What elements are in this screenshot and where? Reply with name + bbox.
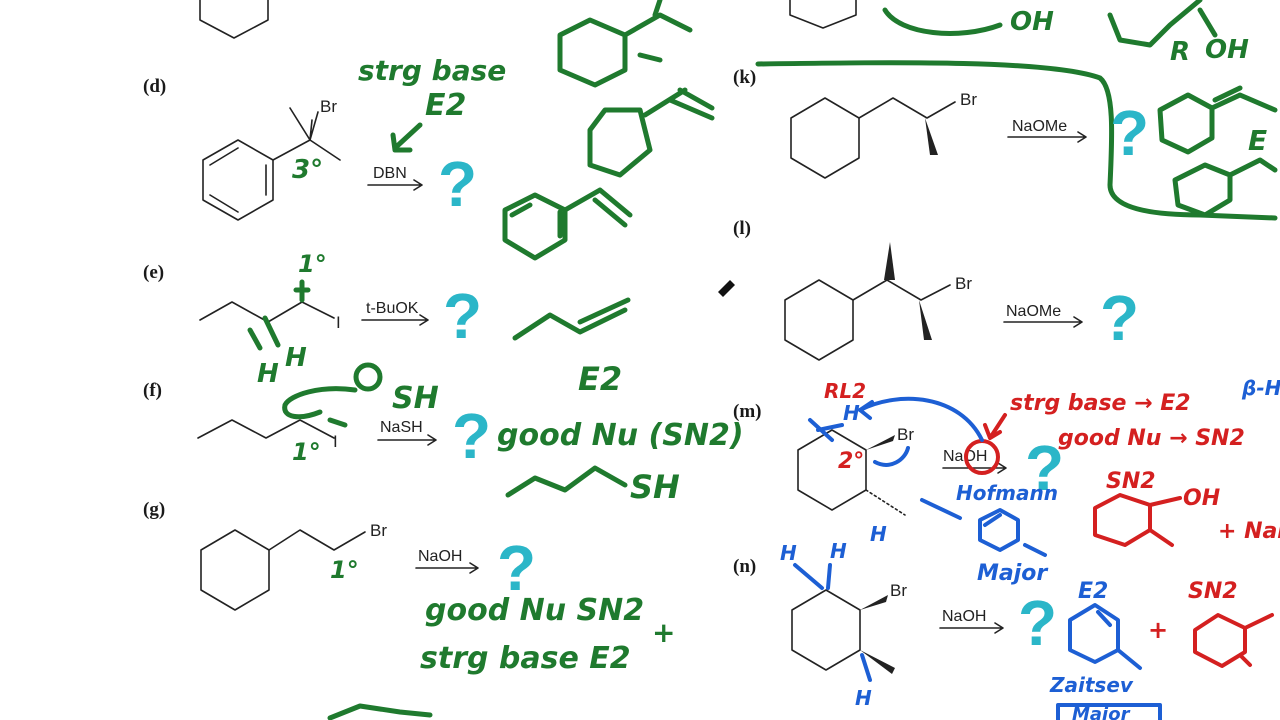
m-major: Major bbox=[977, 561, 1048, 586]
g-note-strg-base: strg base E2 bbox=[420, 641, 631, 676]
m-h-top: H bbox=[843, 401, 860, 425]
g-note-good-nu: good Nu SN2 bbox=[425, 593, 644, 628]
d-note-strg-base: strg base bbox=[358, 54, 506, 87]
n-zaitsev: Zaitsev bbox=[1049, 673, 1134, 697]
f-product-sh: SH bbox=[630, 468, 680, 506]
problem-k-label: (k) bbox=[733, 67, 756, 88]
m-rl2: RL2 bbox=[824, 379, 866, 403]
problem-m: (m) Br NaOH ? RL2 2° strg base → E2 good… bbox=[733, 376, 1280, 586]
top-r-text: R bbox=[1170, 37, 1190, 67]
m-hofmann: Hofmann bbox=[956, 481, 1058, 505]
m-note-good-nu: good Nu → SN2 bbox=[1058, 426, 1245, 451]
problem-n-answer: ? bbox=[1018, 587, 1057, 659]
problem-g-atom: Br bbox=[370, 521, 387, 540]
problem-d-label: (d) bbox=[143, 76, 166, 97]
k-answer-bracket bbox=[755, 60, 1278, 221]
problem-n: (n) Br NaOH ? H H H E2 Zaitsev Major + S… bbox=[733, 539, 1274, 720]
problem-g: (g) Br NaOH ? 1° good Nu SN2 strg base E… bbox=[143, 499, 675, 720]
problem-f: (f) I NaSH ? SH 1° good Nu (SN2) SH bbox=[143, 362, 744, 506]
pen-cursor-icon bbox=[718, 280, 735, 297]
n-h3: H bbox=[855, 686, 872, 710]
m-note-strg-base: strg base → E2 bbox=[1010, 391, 1191, 416]
m-oh: OH bbox=[1183, 486, 1220, 511]
problem-l-atom: Br bbox=[955, 274, 972, 293]
problem-l-reagent: NaOMe bbox=[1006, 303, 1061, 320]
problem-d-atom: Br bbox=[320, 97, 337, 116]
g-plus: + bbox=[652, 616, 675, 649]
e-h-label: H bbox=[285, 343, 307, 373]
top-left-partial-structure bbox=[199, 0, 693, 88]
n-sn2: SN2 bbox=[1188, 579, 1238, 604]
g-degree: 1° bbox=[330, 556, 359, 584]
problem-f-answer: ? bbox=[452, 400, 491, 472]
n-major: Major bbox=[1072, 704, 1131, 720]
m-degree: 2° bbox=[838, 449, 864, 474]
problem-m-answer: ? bbox=[1025, 432, 1064, 504]
problem-l-label: (l) bbox=[733, 218, 751, 239]
problem-e-label: (e) bbox=[143, 262, 164, 283]
problem-e-reagent: t-BuOK bbox=[366, 300, 419, 317]
problem-k-reagent: NaOMe bbox=[1012, 118, 1067, 135]
e-degree: 1° bbox=[298, 250, 327, 278]
problem-g-answer: ? bbox=[497, 532, 536, 604]
f-nu-sh: SH bbox=[392, 381, 439, 416]
top-oh2-text: OH bbox=[1205, 35, 1249, 65]
m-plus-nabr: + NaBr bbox=[1218, 519, 1280, 544]
n-h1: H bbox=[780, 541, 797, 565]
problem-g-label: (g) bbox=[143, 499, 165, 520]
problem-m-atom: Br bbox=[897, 425, 914, 444]
problem-f-label: (f) bbox=[143, 380, 162, 401]
m-sn2: SN2 bbox=[1106, 469, 1156, 494]
e-h-label-2: H bbox=[257, 359, 279, 389]
problem-k-answer: ? bbox=[1110, 97, 1149, 169]
problem-e: (e) I t-BuOK ? 1° H H E2 bbox=[143, 250, 631, 398]
problem-e-atom: I bbox=[336, 313, 341, 332]
problem-e-answer: ? bbox=[443, 280, 482, 352]
problem-n-label: (n) bbox=[733, 556, 756, 577]
top-right-partial-structure: OH R OH bbox=[789, 0, 1249, 67]
problem-f-atom: I bbox=[333, 432, 338, 451]
problem-k-atom: Br bbox=[960, 90, 977, 109]
f-nucleophile-circle bbox=[353, 362, 383, 392]
n-plus: + bbox=[1148, 616, 1168, 644]
m-beta-h: β-H bbox=[1241, 376, 1280, 400]
problem-l: (l) Br NaOMe ? bbox=[733, 218, 1139, 361]
problem-f-reagent: NaSH bbox=[380, 419, 423, 436]
problem-l-answer: ? bbox=[1100, 282, 1139, 354]
m-h-bottom: H bbox=[870, 522, 887, 546]
problem-d-reagent: DBN bbox=[373, 165, 407, 182]
f-degree: 1° bbox=[292, 438, 321, 466]
d-note-e2: E2 bbox=[425, 88, 466, 123]
k-e-label: E bbox=[1248, 124, 1267, 157]
problem-d-answer: ? bbox=[438, 148, 477, 220]
n-e2: E2 bbox=[1078, 579, 1108, 604]
problem-k: (k) Br NaOMe ? E bbox=[733, 67, 1278, 218]
problem-n-reagent: NaOH bbox=[942, 608, 986, 625]
problem-d: (d) Br DBN ? strg base E2 3° bbox=[143, 54, 715, 261]
f-product-label: good Nu (SN2) bbox=[497, 418, 744, 453]
problem-g-reagent: NaOH bbox=[418, 548, 462, 565]
problem-n-atom: Br bbox=[890, 581, 907, 600]
top-oh-text: OH bbox=[1010, 7, 1054, 37]
problem-m-label: (m) bbox=[733, 401, 761, 422]
n-h2: H bbox=[830, 539, 847, 563]
e-product-e2: E2 bbox=[578, 360, 622, 398]
d-degree: 3° bbox=[292, 155, 323, 185]
